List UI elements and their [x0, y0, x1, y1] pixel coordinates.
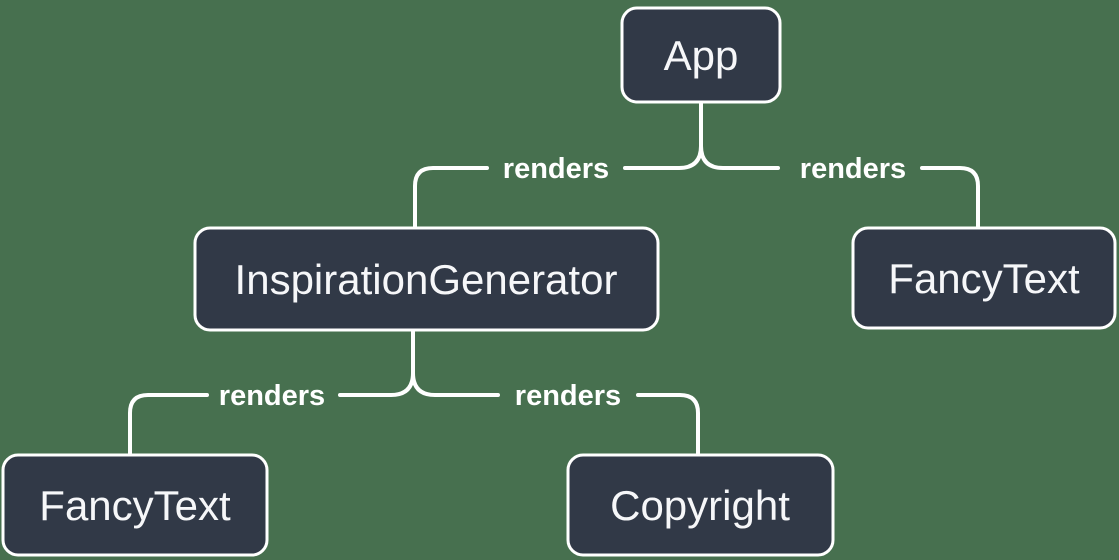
node-copyright-box — [566, 453, 835, 557]
node-app: App — [620, 6, 782, 104]
edge-label-app-to-fancy-text: renders — [800, 153, 906, 185]
node-fancy-text-bottom-box — [1, 453, 269, 557]
edge-app-to-fancy-text-end — [920, 166, 980, 230]
edge-app-to-inspiration-generator-start — [623, 100, 703, 170]
node-fancy-text-bottom: FancyText — [1, 453, 269, 557]
edge-inspiration-generator-to-copyright-end — [636, 393, 700, 457]
edge-app-to-inspiration-generator-end — [413, 166, 489, 230]
edge-label-inspiration-generator-to-fancy-text: renders — [219, 380, 325, 412]
edge-inspiration-generator-to-fancy-text-end — [128, 393, 209, 457]
node-fancy-text-top-label: FancyText — [888, 255, 1080, 302]
edge-inspiration-generator-to-fancy-text-start — [338, 328, 415, 397]
node-fancy-text-bottom-label: FancyText — [39, 482, 231, 529]
node-copyright-label: Copyright — [610, 482, 790, 529]
node-copyright: Copyright — [566, 453, 835, 557]
edge-label-inspiration-generator-to-copyright: renders — [515, 380, 621, 412]
node-fancy-text-top-box — [851, 226, 1117, 330]
edge-label-app-to-inspiration-generator: renders — [503, 153, 609, 185]
node-app-label: App — [664, 32, 739, 79]
node-fancy-text-top: FancyText — [851, 226, 1117, 330]
edge-app-to-fancy-text-start — [699, 100, 780, 170]
node-inspiration-generator-box — [193, 226, 660, 332]
node-inspiration-generator-label: InspirationGenerator — [235, 256, 618, 303]
edge-inspiration-generator-to-copyright-start — [411, 328, 500, 397]
node-app-box — [620, 6, 782, 104]
node-inspiration-generator: InspirationGenerator — [193, 226, 660, 332]
